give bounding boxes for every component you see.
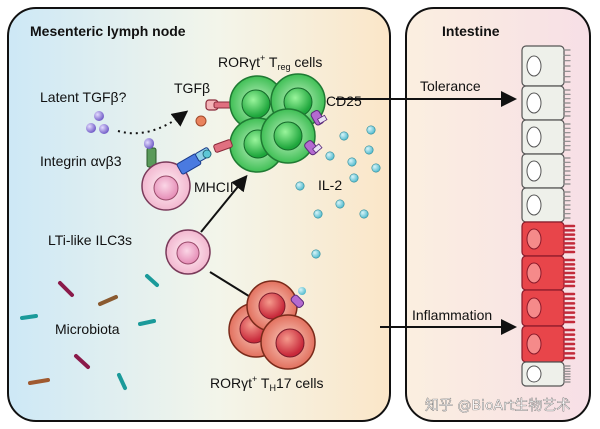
epithelial-cell bbox=[521, 153, 571, 189]
integrin-receptor bbox=[144, 139, 157, 168]
il2-dot bbox=[295, 181, 305, 191]
latent-tgfb-dot bbox=[86, 123, 96, 133]
inflamed-epithelial-cell bbox=[521, 325, 576, 363]
tolerance-label: Tolerance bbox=[420, 78, 481, 94]
epithelium-column bbox=[521, 45, 576, 387]
antigen-presenting-ilc3 bbox=[141, 161, 191, 211]
il2-dot bbox=[339, 131, 349, 141]
treg-cell bbox=[260, 108, 316, 164]
th17-cells-label: RORγt+ TH17 cells bbox=[210, 374, 323, 393]
lti-like-ilc3-cell bbox=[165, 229, 211, 275]
inflamed-epithelial-cell bbox=[521, 255, 576, 291]
latent-tgfb-label: Latent TGFβ? bbox=[40, 89, 127, 105]
il2-dot bbox=[347, 157, 357, 167]
tcr-receptor bbox=[213, 139, 233, 153]
intestine-title: Intestine bbox=[442, 23, 500, 39]
inflamed-epithelial-cell bbox=[521, 221, 576, 257]
bacterium bbox=[58, 281, 74, 297]
microbiota-bacteria bbox=[20, 274, 159, 390]
il2-dot bbox=[311, 249, 321, 259]
bacterium bbox=[98, 295, 118, 306]
latent-tgfb-dot bbox=[94, 111, 104, 121]
treg-cells-label: RORγt+ Treg cells bbox=[218, 53, 322, 72]
watermark-text: 知乎 @BioArt生物艺术 bbox=[425, 397, 570, 414]
lymph-node-title: Mesenteric lymph node bbox=[30, 23, 186, 39]
mhcii-complex bbox=[176, 147, 212, 175]
tgfb-dot bbox=[195, 115, 207, 127]
il2-label: IL-2 bbox=[318, 177, 342, 193]
tgfb-receptor bbox=[205, 99, 233, 111]
cd25-receptor bbox=[304, 140, 323, 156]
il2-molecules bbox=[295, 125, 381, 259]
epithelial-cell bbox=[521, 45, 571, 87]
bacterium bbox=[28, 378, 50, 385]
ilc3-inhibits-th17-line bbox=[209, 271, 253, 299]
il2-dot bbox=[313, 209, 323, 219]
il2-dot bbox=[371, 163, 381, 173]
il2-dot bbox=[364, 145, 374, 155]
th17-cell bbox=[260, 314, 316, 370]
il2-dot bbox=[325, 151, 335, 161]
latent-tgfb-dot bbox=[99, 124, 109, 134]
il2-dot bbox=[366, 125, 376, 135]
il2-dot bbox=[335, 199, 345, 209]
bacterium bbox=[145, 274, 159, 287]
bacterium bbox=[20, 314, 38, 320]
bacterium bbox=[74, 354, 90, 369]
cd25-receptor bbox=[310, 110, 328, 126]
tgfb-label: TGFβ bbox=[174, 80, 210, 96]
inflamed-epithelial-cell bbox=[521, 289, 576, 327]
microbiota-label: Microbiota bbox=[55, 321, 120, 337]
bacterium bbox=[117, 373, 127, 390]
tgfb-activation-arrow bbox=[117, 110, 189, 135]
bacterium bbox=[138, 319, 156, 326]
epithelial-cell bbox=[521, 119, 571, 155]
cd25-label: CD25 bbox=[326, 93, 362, 109]
ilc3-to-treg-arrow bbox=[200, 174, 248, 233]
lymph-node-panel bbox=[7, 7, 391, 422]
epithelial-cell bbox=[521, 361, 571, 387]
ilc3-label: LTi-like ILC3s bbox=[48, 232, 132, 248]
epithelial-cell bbox=[521, 85, 571, 121]
mhcii-label: MHCII bbox=[194, 179, 234, 195]
th17-cd25-receptor bbox=[290, 287, 306, 309]
epithelial-cell bbox=[521, 187, 571, 223]
il2-dot bbox=[359, 209, 369, 219]
integrin-label: Integrin αvβ3 bbox=[40, 153, 122, 169]
il2-dot bbox=[349, 173, 359, 183]
inflammation-label: Inflammation bbox=[412, 307, 492, 323]
treg-cell-cluster bbox=[229, 73, 326, 173]
